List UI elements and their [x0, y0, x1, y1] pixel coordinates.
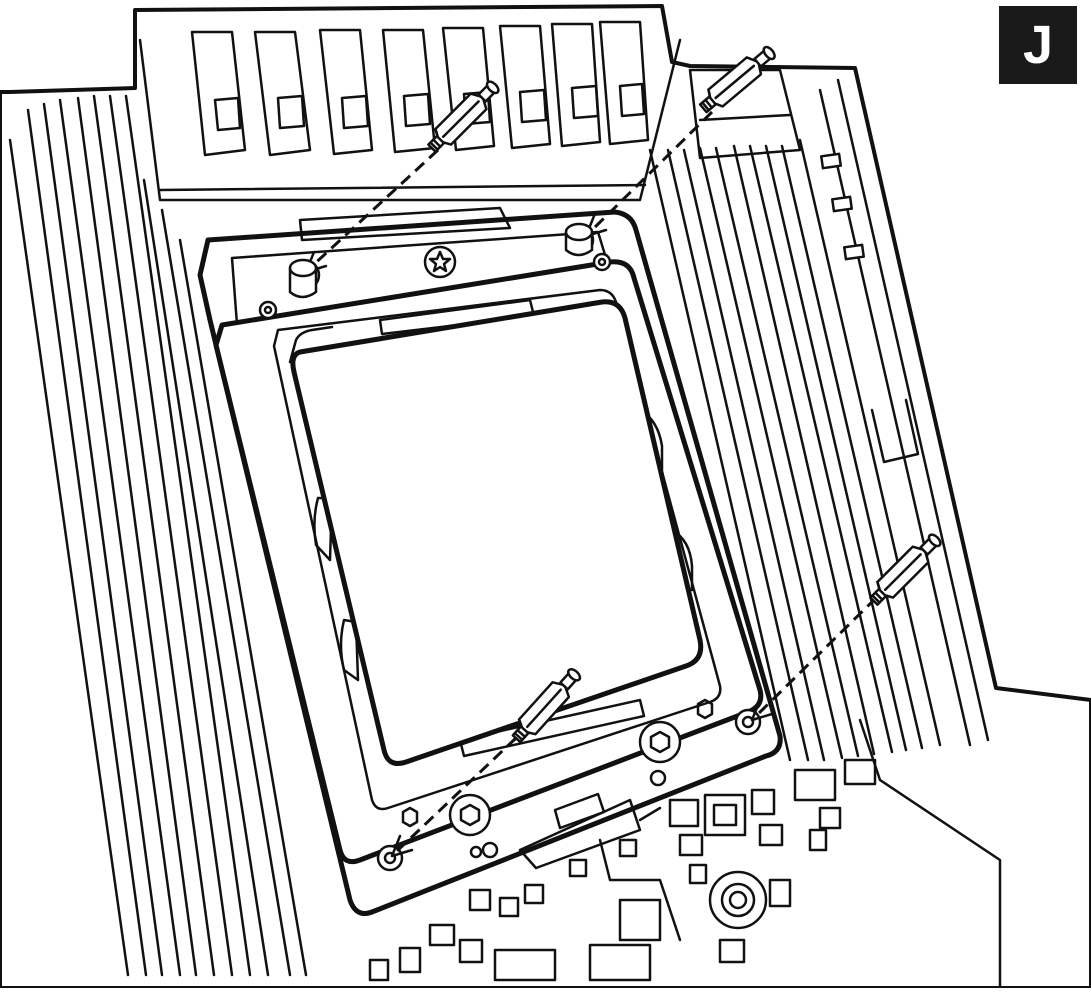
step-badge: J [999, 6, 1077, 84]
vrm-heatsink [138, 20, 802, 202]
step-label: J [1022, 15, 1054, 75]
motherboard-components [368, 718, 1002, 990]
guide-line-bottom-left [394, 736, 518, 854]
guide-line-top-left [308, 148, 440, 270]
memory-slots-right [648, 78, 990, 762]
mounting-posts [288, 222, 594, 299]
guide-line-top-right [588, 110, 714, 234]
cpu-processor [288, 298, 704, 766]
memory-slots-left [8, 94, 308, 977]
guide-line-bottom-right [754, 596, 878, 718]
